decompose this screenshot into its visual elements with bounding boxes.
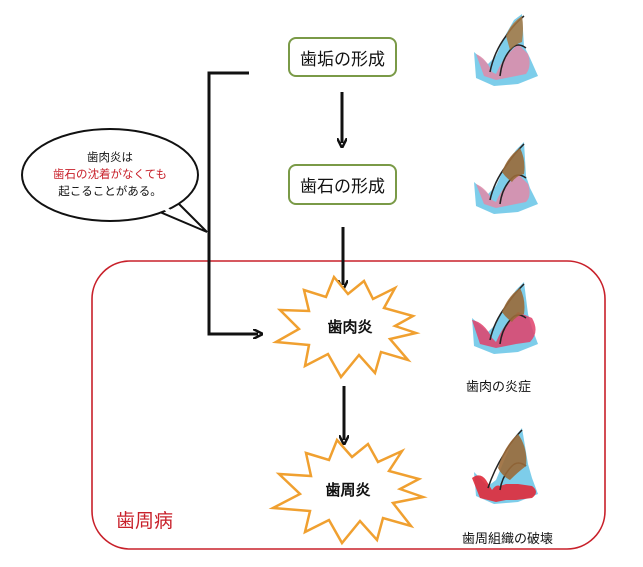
speech-bubble: [21, 128, 208, 233]
periodontal-tissue-destruction-caption: 歯周組織の破壊: [462, 532, 554, 547]
periodontitis-label: 歯周炎: [325, 481, 371, 499]
periodontitis-burst: [268, 437, 428, 546]
gingival-inflammation-caption: 歯肉の炎症: [466, 380, 532, 395]
tooth-illustration-gingivitis: [472, 282, 538, 354]
calculus-formation-label: 歯石の形成: [300, 177, 385, 197]
gingivitis-burst: [271, 274, 421, 380]
plaque-formation-box: 歯垢の形成: [288, 37, 397, 77]
bubble-note: 歯肉炎は 歯石の沈着がなくても 起こることがある。: [35, 149, 185, 200]
tooth-illustration-plaque: [474, 14, 538, 86]
bubble-line-2: 歯石の沈着がなくても: [52, 167, 168, 181]
calculus-formation-box: 歯石の形成: [288, 164, 397, 205]
tooth-illustration-periodontitis: [472, 428, 538, 504]
tooth-illustration-calculus: [474, 142, 538, 214]
bypass-bracket-arrow: [207, 71, 258, 334]
bubble-line-1: 歯肉炎は: [87, 150, 133, 164]
plaque-formation-label: 歯垢の形成: [300, 49, 385, 70]
bubble-line-3: 起こることがある。: [58, 184, 162, 198]
periodontal-disease-label: 歯周病: [116, 510, 174, 532]
periodontal-disease-region: [91, 260, 606, 550]
gingivitis-label: 歯肉炎: [327, 318, 373, 336]
